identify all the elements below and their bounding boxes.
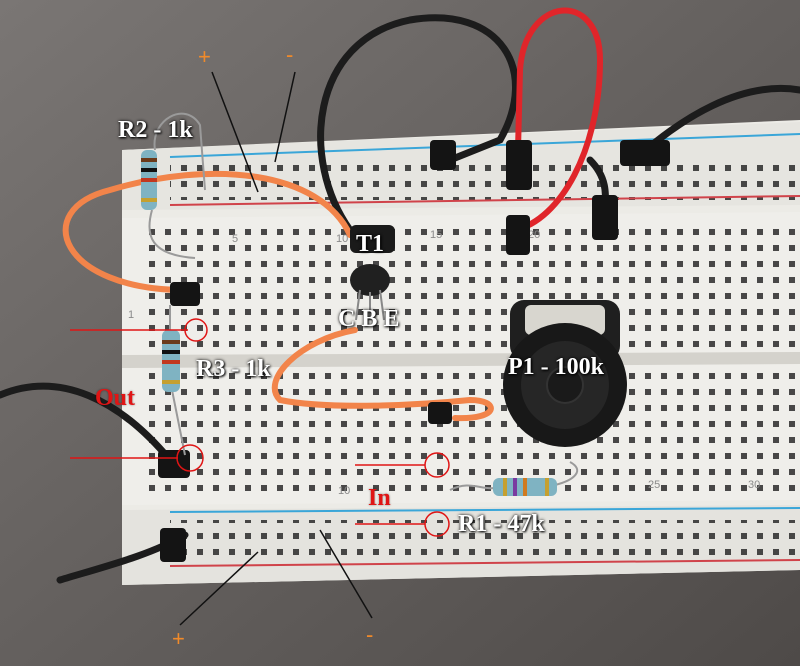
polarity-pointer-lines — [179, 71, 373, 626]
bottom-rail-plus-label: + — [172, 626, 185, 651]
resistor-r3 — [162, 305, 186, 456]
potentiometer-p1 — [503, 300, 627, 447]
top-red-rail-line — [169, 195, 800, 206]
cbe-pin-label: C B E — [338, 306, 400, 332]
top-rail-minus-label: - — [286, 42, 294, 67]
p1-label: P1 - 100k — [508, 354, 604, 380]
col-number-5: 5 — [232, 233, 238, 245]
orange-wire-middle — [271, 327, 494, 422]
red-wire — [512, 7, 604, 233]
col-number-25: 25 — [648, 479, 660, 491]
bottom-red-rail-line — [169, 559, 800, 567]
r1-label: R1 - 47k — [458, 511, 545, 537]
marker-circle-out — [176, 444, 204, 472]
col-number-15: 15 — [430, 229, 442, 241]
black-wire-output — [0, 382, 174, 464]
out-label: Out — [95, 385, 136, 411]
black-wire-transistor-to-rail — [317, 14, 519, 234]
top-rail-plus-label: + — [198, 44, 211, 69]
orange-wires — [62, 170, 494, 422]
wire-plugs — [158, 140, 670, 562]
in-label: In — [368, 485, 391, 511]
marker-circle-r3-top — [184, 318, 208, 342]
marker-circle-in-upper — [424, 452, 450, 478]
red-markers — [70, 318, 450, 537]
orange-wire-top — [62, 170, 353, 293]
col-number-1: 1 — [128, 309, 134, 321]
col-number-10-lower: 10 — [338, 485, 350, 497]
breadboard — [122, 120, 800, 585]
col-number-20: 20 — [528, 229, 540, 241]
r3-label: R3 - 1k — [196, 356, 271, 382]
r2-label: R2 - 1k — [118, 117, 193, 143]
bottom-blue-rail-line — [169, 507, 800, 513]
col-number-10: 10 — [336, 233, 348, 245]
resistor-r2 — [141, 112, 206, 259]
col-number-30: 30 — [748, 479, 760, 491]
marker-circle-in-lower — [424, 511, 450, 537]
transistor-t1 — [350, 225, 395, 321]
resistor-r1 — [449, 461, 579, 496]
bottom-rail-minus-label: - — [366, 622, 374, 647]
t1-label: T1 — [356, 231, 385, 257]
